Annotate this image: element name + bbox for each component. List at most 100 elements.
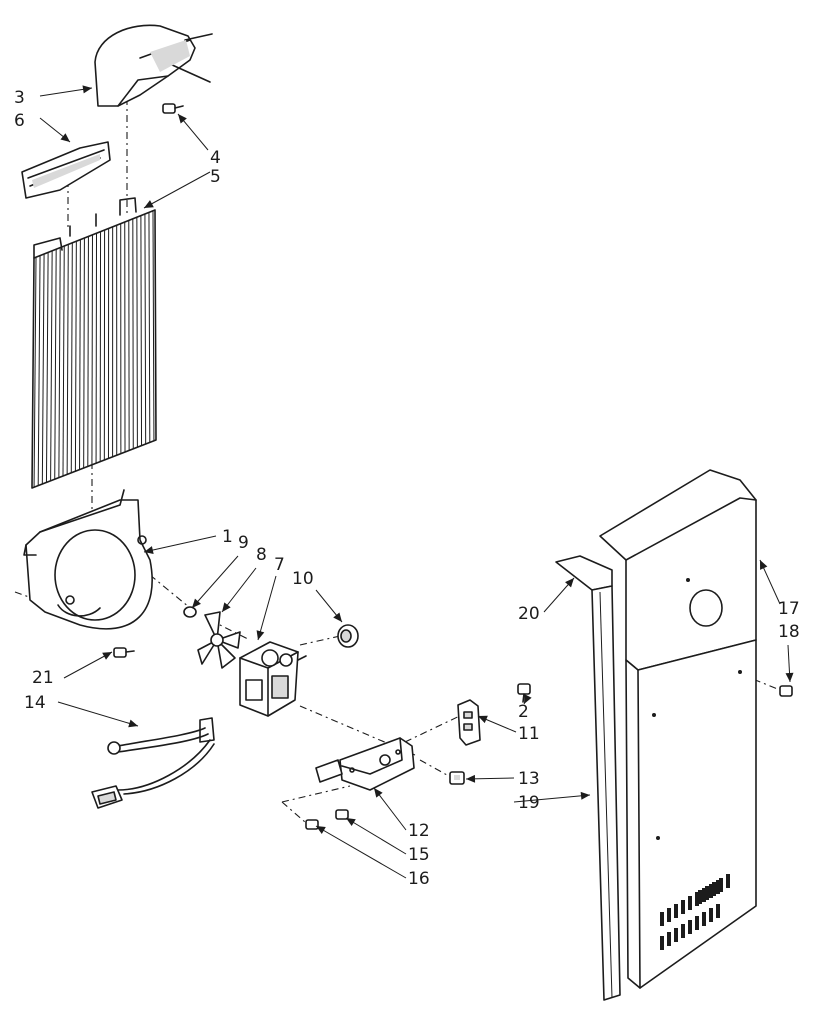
vent-slot: [681, 924, 685, 938]
callout-20: 20: [518, 604, 540, 624]
callout-1: 1: [222, 527, 233, 547]
vent-slot: [716, 904, 720, 918]
callout-3: 3: [14, 88, 25, 108]
arrow-head: [192, 598, 201, 608]
part-21-screw: [113, 647, 135, 658]
evaporator-fin: [70, 242, 73, 473]
vent-slot: [667, 932, 671, 946]
part-1-fan-shroud: [23, 489, 153, 630]
arrow-head: [580, 791, 590, 800]
callout-12: 12: [408, 821, 430, 841]
evaporator-fins: [33, 210, 155, 488]
leader-line: [57, 701, 139, 727]
vent-slot: [688, 920, 692, 934]
arrow-head: [565, 578, 574, 588]
arrow-head: [316, 826, 326, 834]
evaporator-fin: [37, 255, 41, 486]
part-3-duct-cover: [94, 24, 213, 107]
evaporator-fin: [33, 257, 37, 488]
part-9-nut: [183, 606, 197, 618]
vent-slot: [674, 904, 678, 918]
part-16-screw: [305, 819, 319, 830]
evaporator-fin: [140, 215, 143, 446]
callout-5: 5: [210, 167, 221, 187]
arrow-head: [346, 818, 356, 827]
vent-slot: [709, 908, 713, 922]
part-15-screw: [335, 809, 349, 820]
evaporator-fin: [54, 249, 57, 480]
vent-slot: [660, 936, 664, 950]
part-17-rear-cover: [599, 469, 757, 989]
callout-10: 10: [292, 569, 314, 589]
part-7-motor: [239, 641, 307, 717]
leader-arrows: [39, 85, 794, 879]
evaporator-fin: [144, 213, 147, 445]
callout-11: 11: [518, 724, 540, 744]
part-19-side-panel: [591, 585, 621, 1001]
callout-6: 6: [14, 111, 25, 131]
arrow-head: [256, 630, 265, 640]
evaporator-fin: [58, 247, 61, 478]
vent-slot: [719, 878, 723, 892]
leader-line: [513, 794, 591, 803]
vent-slot: [695, 916, 699, 930]
part-2-screw: [517, 683, 531, 703]
part-8-fan-blade: [197, 611, 241, 669]
part-11-clip: [457, 699, 481, 746]
part-4-screw: [162, 103, 184, 114]
vent-slot: [660, 912, 664, 926]
arrow-head: [374, 788, 383, 798]
callout-14: 14: [24, 693, 46, 713]
vent-slot: [709, 884, 713, 898]
vent-slot: [716, 880, 720, 894]
vent-slot: [667, 908, 671, 922]
arrow-head: [524, 694, 532, 704]
part-13-nut: [449, 771, 465, 785]
callout-21: 21: [32, 668, 54, 688]
vent-slot: [726, 874, 730, 888]
evaporator-fin: [66, 244, 69, 475]
arrow-head: [82, 85, 92, 94]
vent-slot: [705, 886, 709, 900]
leader-line: [345, 817, 407, 855]
arrow-head: [144, 200, 154, 208]
vent-slot: [674, 928, 678, 942]
vent-slot: [712, 882, 716, 896]
callout-15: 15: [408, 845, 430, 865]
arrow-head: [785, 672, 794, 682]
vent-slot: [681, 900, 685, 914]
arrow-head: [102, 652, 112, 660]
callout-19: 19: [518, 793, 540, 813]
evaporator-fin: [148, 212, 151, 443]
part-5-evaporator: [31, 197, 157, 489]
leader-line: [191, 555, 239, 609]
evaporator-fin: [91, 234, 93, 465]
callout-2: 2: [518, 702, 529, 722]
callout-labels: 3 6 4 5 1 9 8 7 10 21 14 2 11 13 19 12 1…: [14, 88, 800, 889]
part-12-motor-bracket: [315, 737, 415, 791]
leader-line: [257, 575, 277, 641]
vent-slot: [688, 896, 692, 910]
part-6-bracket: [21, 141, 111, 199]
evaporator-fin: [152, 210, 155, 441]
evaporator-fin: [50, 250, 53, 481]
leader-line: [143, 535, 217, 553]
leader-line: [63, 651, 113, 679]
evaporator-fin: [41, 253, 45, 485]
evaporator-fin: [79, 239, 81, 470]
vent-slot: [702, 888, 706, 902]
leader-line: [221, 567, 257, 613]
arrow-head: [144, 546, 154, 554]
vent-slot: [695, 892, 699, 906]
arrow-head: [760, 560, 768, 570]
part-20-gasket: [555, 555, 613, 591]
callout-16: 16: [408, 869, 430, 889]
rear-cover-vents: [660, 874, 730, 950]
evaporator-fin: [83, 237, 85, 469]
callout-9: 9: [238, 533, 249, 553]
arrow-head: [128, 719, 138, 728]
leader-line: [143, 171, 211, 209]
leader-line: [315, 825, 407, 879]
